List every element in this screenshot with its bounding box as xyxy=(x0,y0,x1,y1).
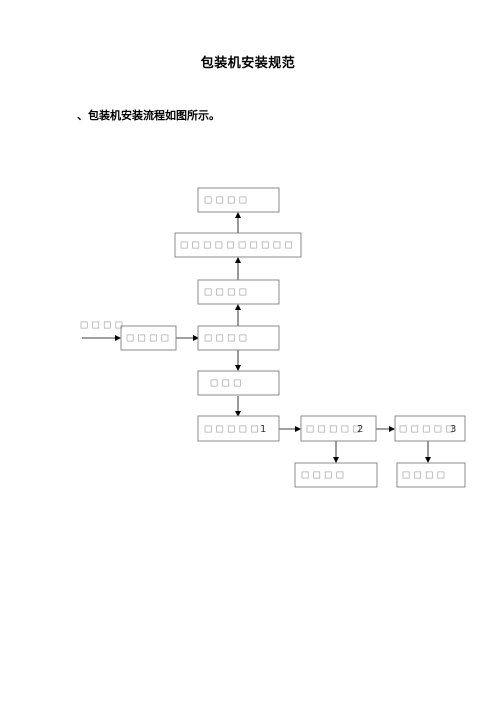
flow-box-b2-glyph xyxy=(180,241,188,249)
flow-box-b3 xyxy=(197,279,280,305)
flow-box-b5-glyph xyxy=(216,334,224,342)
flow-box-b7-glyph xyxy=(216,425,224,433)
flow-box-b7-glyph xyxy=(204,425,212,433)
flow-box-b4-glyph xyxy=(149,334,157,342)
flow-box-b4-glyph xyxy=(138,334,146,342)
flow-box-b7-glyph xyxy=(227,425,235,433)
flow-box-b7-glyph xyxy=(251,425,258,433)
input-label-glyph xyxy=(80,321,88,329)
flow-box-b7-glyph xyxy=(239,425,247,433)
flow-box-b3-glyph xyxy=(216,288,224,296)
flow-box-b6 xyxy=(197,370,280,396)
flow-box-b6-glyph xyxy=(210,379,218,387)
flow-box-b2-glyph xyxy=(227,241,234,249)
flow-box-b4-glyph xyxy=(161,334,169,342)
flow-box-b6-glyph xyxy=(233,379,241,387)
flow-connectors xyxy=(82,212,431,463)
flow-boxes xyxy=(120,187,466,488)
flow-box-b4 xyxy=(120,325,177,351)
flow-box-b2-glyph xyxy=(192,241,200,249)
flow-box-b6-glyph xyxy=(222,379,230,387)
flow-box-b1 xyxy=(197,187,280,213)
flow-box-b3-glyph xyxy=(227,288,235,296)
unrendered-glyph-placeholders xyxy=(80,196,453,479)
flow-box-b10-glyph xyxy=(301,471,309,479)
flow-box-b9-glyph xyxy=(446,425,453,433)
flow-box-b5 xyxy=(197,325,280,351)
flow-box-b7-number: 1 xyxy=(260,424,266,435)
input-label-glyph xyxy=(115,321,123,329)
flow-box-b2-glyph xyxy=(261,241,269,249)
flow-box-b2-glyph xyxy=(203,241,211,249)
flow-box-b8-glyph xyxy=(306,425,314,433)
flow-box-b10-glyph xyxy=(324,471,332,479)
document-title: 包装机安装规范 xyxy=(200,56,296,71)
flow-box-b9-number: 3 xyxy=(450,424,456,435)
flow-box-b11-glyph xyxy=(414,471,422,479)
flow-box-b2-glyph xyxy=(238,241,246,249)
flow-box-b2-glyph xyxy=(285,241,292,249)
input-label-glyph xyxy=(103,321,111,329)
flow-box-b9-glyph xyxy=(422,425,430,433)
input-label-glyph xyxy=(92,321,100,329)
flow-box-b8-glyph xyxy=(329,425,337,433)
flow-box-b5-glyph xyxy=(204,334,212,342)
flow-box-b1-glyph xyxy=(227,196,235,204)
flow-box-b5-glyph xyxy=(227,334,235,342)
flow-box-b10-glyph xyxy=(313,471,321,479)
flow-box-b11-glyph xyxy=(437,471,445,479)
flow-box-b1-glyph xyxy=(204,196,212,204)
flow-box-b10 xyxy=(294,462,378,488)
flow-box-b8-number: 2 xyxy=(357,424,363,435)
intro-paragraph: 、包装机安装流程如图所示。 xyxy=(77,109,220,122)
flow-box-b3-glyph xyxy=(204,288,212,296)
flow-box-b2-glyph xyxy=(250,241,258,249)
flow-box-b9-glyph xyxy=(434,425,442,433)
flow-box-b9-glyph xyxy=(399,425,407,433)
flow-box-b1-glyph xyxy=(239,196,247,204)
flow-box-b5-glyph xyxy=(239,334,247,342)
flow-box-b3-glyph xyxy=(239,288,247,296)
flow-box-b8-glyph xyxy=(318,425,326,433)
flow-box-b11-glyph xyxy=(402,471,410,479)
flow-box-b2-glyph xyxy=(215,241,223,249)
flow-box-b9-glyph xyxy=(411,425,419,433)
flow-box-b9 xyxy=(394,415,466,442)
flow-box-b8 xyxy=(300,415,377,442)
flow-box-b8-glyph xyxy=(353,425,360,433)
flow-box-b11 xyxy=(396,462,466,488)
flow-box-b7 xyxy=(197,415,280,442)
flow-box-b2-glyph xyxy=(273,241,281,249)
flow-box-b2 xyxy=(174,232,302,258)
flow-box-b1-glyph xyxy=(216,196,224,204)
flow-box-b11-glyph xyxy=(425,471,433,479)
flow-box-b4-glyph xyxy=(126,334,134,342)
flow-box-b8-glyph xyxy=(341,425,349,433)
flow-box-b10-glyph xyxy=(336,471,344,479)
